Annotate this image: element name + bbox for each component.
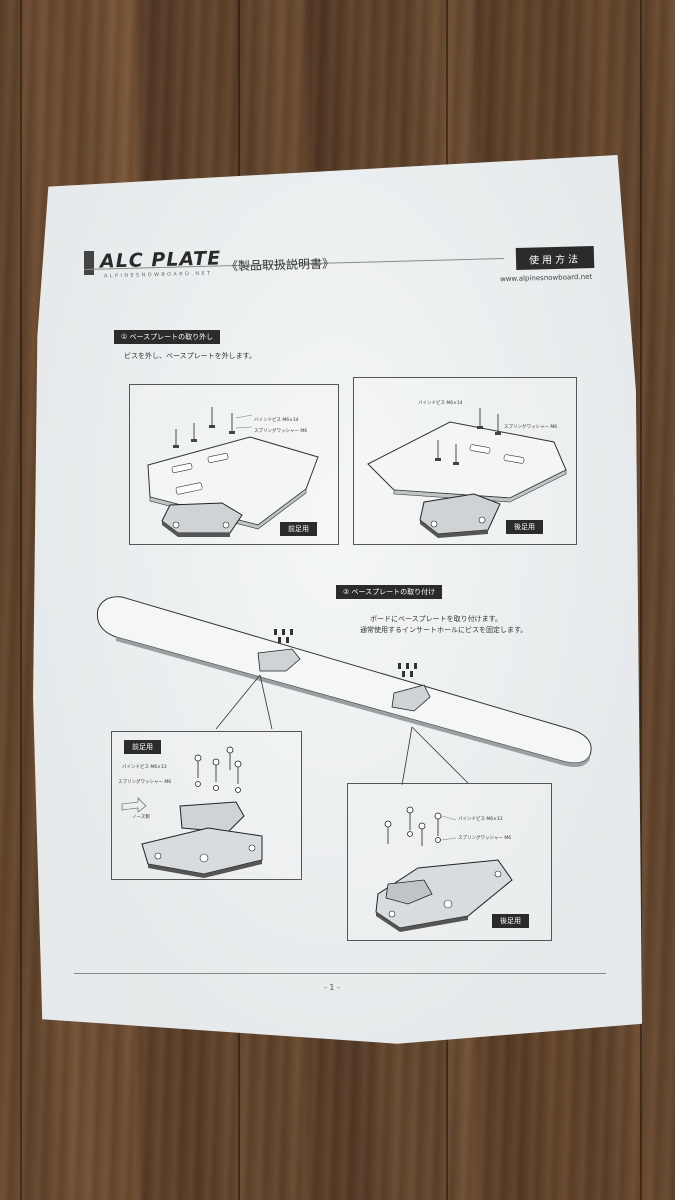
front-foot-tag: 前足用: [280, 522, 317, 536]
washer-label: スプリングワッシャー M6: [458, 836, 512, 841]
rear-baseplate-on-board: [391, 663, 431, 712]
footer-rule: [74, 973, 606, 974]
baseplate-install-drawing: [121, 746, 263, 878]
baseplate-removal-drawing: [367, 408, 567, 538]
washer-label: スプリングワッシャー M6: [504, 425, 558, 430]
front-install-figure: 前足用 バインドビス M6×13 スプリングワッシャー M6 ノーズ側: [111, 731, 302, 880]
page-number: - 1 -: [324, 983, 340, 992]
front-baseplate-on-board: [257, 629, 301, 672]
front-removal-figure: バインドビス M6×14 スプリングワッシャー M6 前足用: [129, 384, 339, 545]
screw-label: バインドビス M6×13: [122, 765, 167, 770]
baseplate-install-drawing: [375, 806, 513, 932]
rear-removal-figure: バインドビス M6×14 スプリングワッシャー M6 後足用: [353, 377, 577, 545]
washer-label: スプリングワッシャー M6: [254, 429, 308, 434]
baseplate-removal-drawing: [147, 407, 319, 537]
section1-badge: ① ベースプレートの取り外し: [114, 330, 221, 344]
section2-badge: ② ベースプレートの取り付け: [336, 585, 443, 599]
front-foot-tag: 前足用: [124, 740, 161, 754]
snowboard-drawing: [96, 596, 592, 786]
section1-caption: ビスを外し、ベースプレートを外します。: [124, 352, 256, 360]
floor-seam: [640, 0, 642, 1200]
rear-foot-tag: 後足用: [506, 520, 543, 534]
instruction-sheet: ALC PLATE ALPINESNOWBOARD.NET 《製品取扱説明書》 …: [33, 155, 642, 1044]
logo-mark: [84, 251, 94, 275]
section2-caption-line2: 通常使用するインサートホールにビスを固定します。: [360, 626, 528, 634]
rear-install-figure: バインドビス M6×13 スプリングワッシャー M6 後足用: [347, 783, 552, 941]
floor-seam: [20, 0, 22, 1200]
screw-label: バインドビス M6×14: [254, 418, 299, 423]
screw-label: バインドビス M6×13: [458, 817, 503, 822]
washer-label: スプリングワッシャー M6: [118, 780, 172, 785]
rear-foot-tag: 後足用: [492, 914, 529, 928]
section2-caption-line1: ボードにベースプレートを取り付けます。: [370, 615, 502, 623]
screw-label: バインドビス M6×14: [418, 401, 463, 406]
nose-side-label: ノーズ側: [132, 815, 150, 820]
